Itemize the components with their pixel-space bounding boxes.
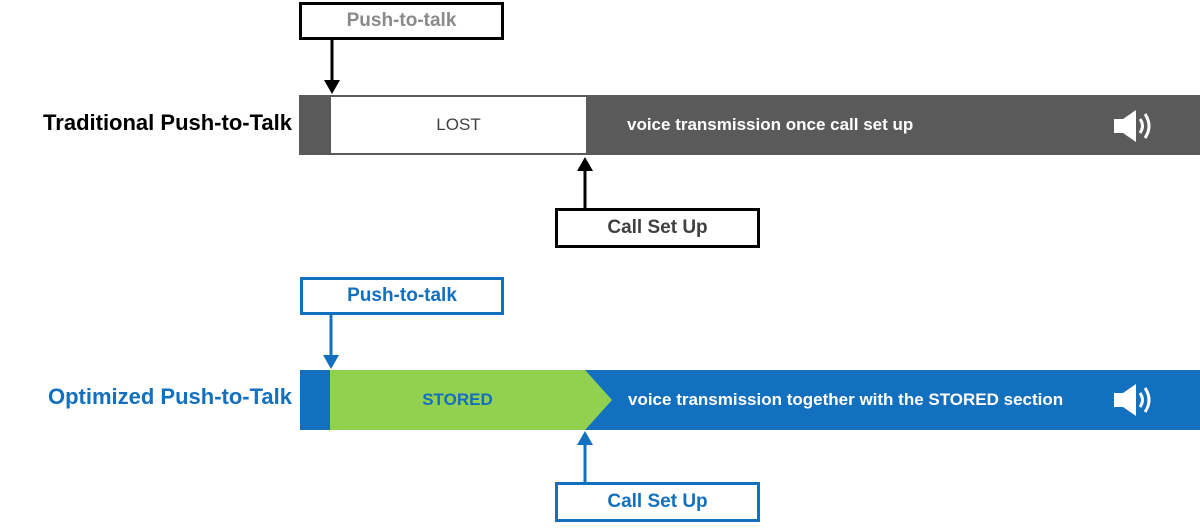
arrow-up-icon: [577, 431, 593, 483]
traditional-row-label: Traditional Push-to-Talk: [43, 110, 292, 135]
stored-segment: [330, 370, 612, 430]
call-set-up-label: Call Set Up: [607, 491, 708, 512]
arrow-up-icon: [577, 157, 593, 209]
arrow-down-icon: [324, 40, 340, 94]
push-to-talk-label: Push-to-talk: [346, 10, 457, 31]
push-to-talk-box-optimized: Push-to-talk: [300, 277, 504, 315]
optimized-row-label: Optimized Push-to-Talk: [47, 384, 292, 409]
speaker-icon: [1114, 110, 1151, 142]
traditional-voice-label: voice transmission once call set up: [627, 115, 914, 134]
speaker-icon: [1114, 384, 1151, 416]
arrow-down-icon: [323, 315, 339, 369]
push-to-talk-label: Push-to-talk: [347, 285, 457, 306]
optimized-voice-label: voice transmission together with the STO…: [628, 390, 1064, 409]
lost-segment: LOST: [330, 96, 587, 154]
lost-label: LOST: [436, 115, 481, 134]
push-to-talk-box-traditional: Push-to-talk: [299, 2, 504, 40]
call-set-up-label: Call Set Up: [607, 217, 708, 238]
stored-label: STORED: [422, 390, 493, 409]
call-set-up-box-traditional: Call Set Up: [555, 208, 760, 248]
call-set-up-box-optimized: Call Set Up: [555, 482, 760, 522]
